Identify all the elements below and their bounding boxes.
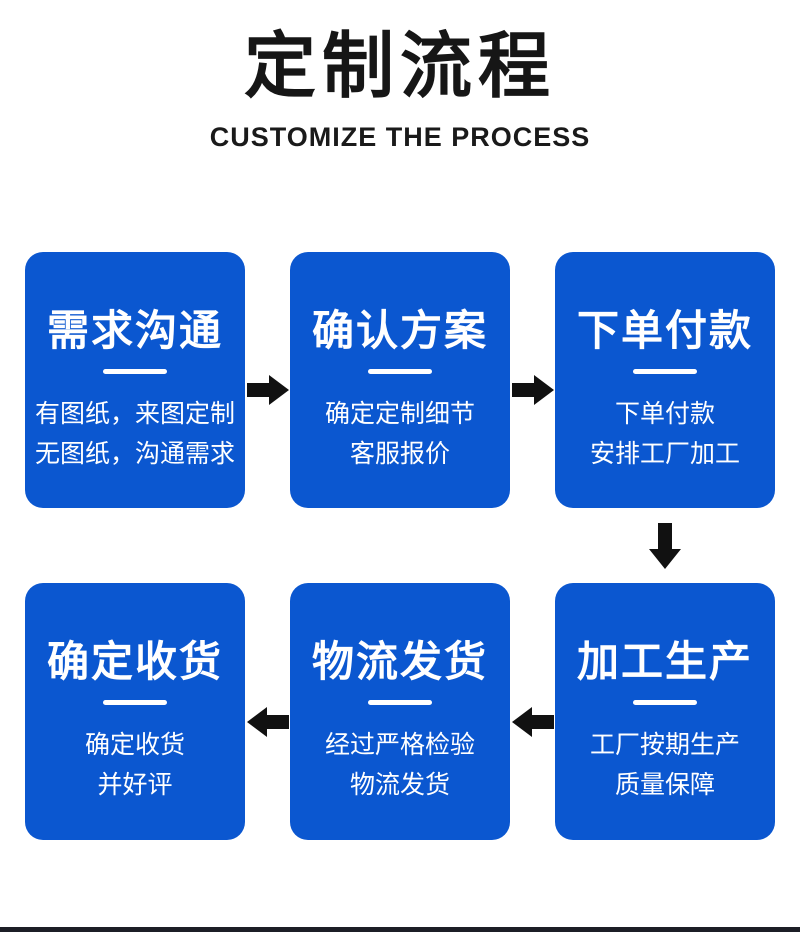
step-title: 确定收货 [46, 638, 223, 685]
step-title: 物流发货 [311, 638, 488, 685]
step-details: 确定收货 并好评 [85, 725, 185, 805]
divider-line [368, 369, 432, 374]
step-detail-line: 工厂按期生产 [589, 731, 740, 759]
step-card-confirm-plan: 确认方案 确定定制细节 客服报价 [290, 252, 510, 508]
step-detail-line: 质量保障 [614, 771, 715, 799]
step-detail-line: 安排工厂加工 [589, 440, 740, 468]
step-detail-line: 确定定制细节 [324, 400, 475, 428]
step-card-logistics: 物流发货 经过严格检验 物流发货 [290, 583, 510, 840]
step-detail-line: 下单付款 [614, 400, 715, 428]
step-details: 经过严格检验 物流发货 [325, 725, 475, 805]
divider-line [103, 700, 167, 705]
step-details: 下单付款 安排工厂加工 [590, 394, 740, 474]
step-detail-line: 无图纸，沟通需求 [34, 440, 235, 468]
step-card-requirement: 需求沟通 有图纸，来图定制 无图纸，沟通需求 [25, 252, 245, 508]
step-detail-line: 物流发货 [349, 771, 450, 799]
step-details: 工厂按期生产 质量保障 [590, 725, 740, 805]
page-title: 定制流程 [243, 27, 556, 107]
process-flow-diagram: 需求沟通 有图纸，来图定制 无图纸，沟通需求 确认方案 确定定制细节 客服报价 … [25, 252, 775, 840]
arrow-left-icon [245, 593, 290, 850]
step-details: 确定定制细节 客服报价 [325, 394, 475, 474]
bottom-bar [0, 927, 800, 932]
arrow-right-icon [245, 262, 290, 518]
header: 定制流程 CUSTOMIZE THE PROCESS [0, 27, 800, 153]
step-detail-line: 确定收货 [84, 731, 185, 759]
step-detail-line: 经过严格检验 [324, 731, 475, 759]
step-detail-line: 客服报价 [349, 440, 450, 468]
step-detail-line: 有图纸，来图定制 [34, 400, 235, 428]
divider-line [368, 700, 432, 705]
divider-line [633, 369, 697, 374]
step-title: 加工生产 [576, 638, 753, 685]
arrow-down-icon [555, 508, 775, 583]
step-card-confirm-receipt: 确定收货 确定收货 并好评 [25, 583, 245, 840]
step-title: 需求沟通 [46, 307, 223, 354]
divider-line [633, 700, 697, 705]
divider-line [103, 369, 167, 374]
step-title: 确认方案 [311, 307, 488, 354]
step-details: 有图纸，来图定制 无图纸，沟通需求 [35, 394, 235, 474]
page-subtitle: CUSTOMIZE THE PROCESS [209, 121, 591, 152]
step-title: 下单付款 [576, 307, 753, 354]
arrow-right-icon [510, 262, 555, 518]
step-detail-line: 并好评 [97, 771, 173, 799]
arrow-left-icon [510, 593, 555, 850]
step-card-order-payment: 下单付款 下单付款 安排工厂加工 [555, 252, 775, 508]
step-card-production: 加工生产 工厂按期生产 质量保障 [555, 583, 775, 840]
